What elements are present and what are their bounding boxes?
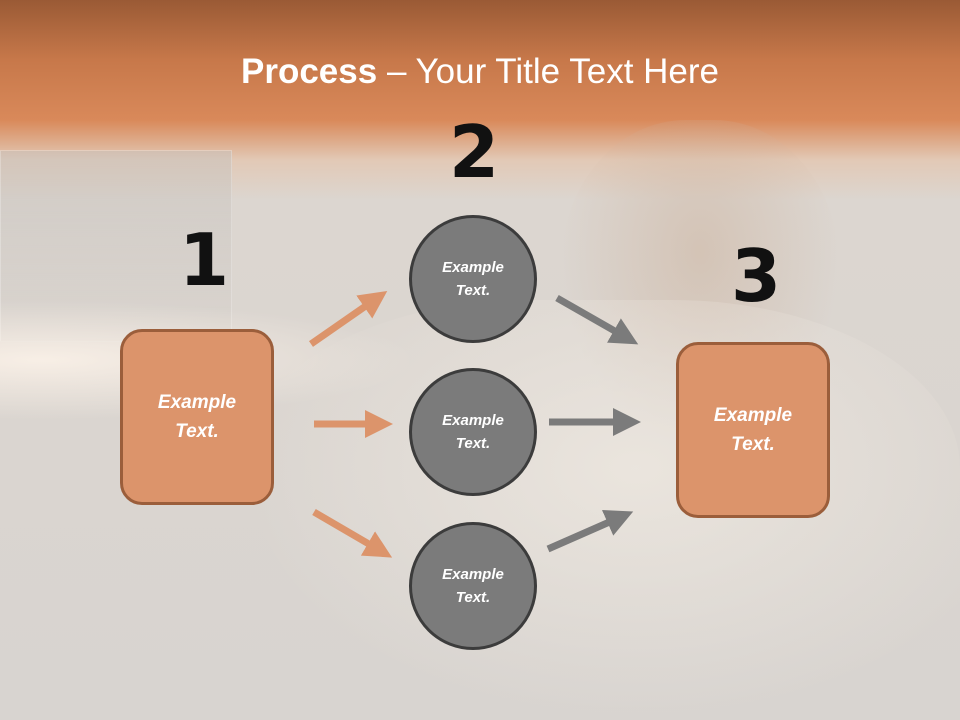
arrow-box1-to-circle3 (312, 508, 393, 558)
step-number-1: 1 (179, 218, 230, 302)
slide-title: Process – Your Title Text Here (0, 52, 960, 92)
circle-3-text: Example Text. (442, 566, 504, 606)
background-person-body (240, 300, 960, 720)
step-2-circle-1: Example Text. (409, 215, 537, 343)
arrow-box1-to-circle1 (309, 291, 388, 347)
title-rest: – Your Title Text Here (377, 52, 719, 91)
step-number-3: 3 (731, 234, 782, 318)
arrow-circle3-to-box3 (546, 509, 634, 553)
step-3-box-text: Example Text. (713, 405, 793, 455)
step-2-circle-2: Example Text. (409, 368, 537, 496)
step-number-2: 2 (449, 110, 500, 194)
arrow-circle1-to-box3 (555, 294, 639, 345)
circle-2-text: Example Text. (442, 412, 504, 452)
step-1-box-text: Example Text. (157, 392, 237, 442)
step-2-circle-3: Example Text. (409, 522, 537, 650)
step-3-box: Example Text. (676, 342, 830, 518)
circle-1-text: Example Text. (442, 259, 504, 299)
step-1-box: Example Text. (120, 329, 274, 505)
title-bold: Process (241, 52, 378, 91)
